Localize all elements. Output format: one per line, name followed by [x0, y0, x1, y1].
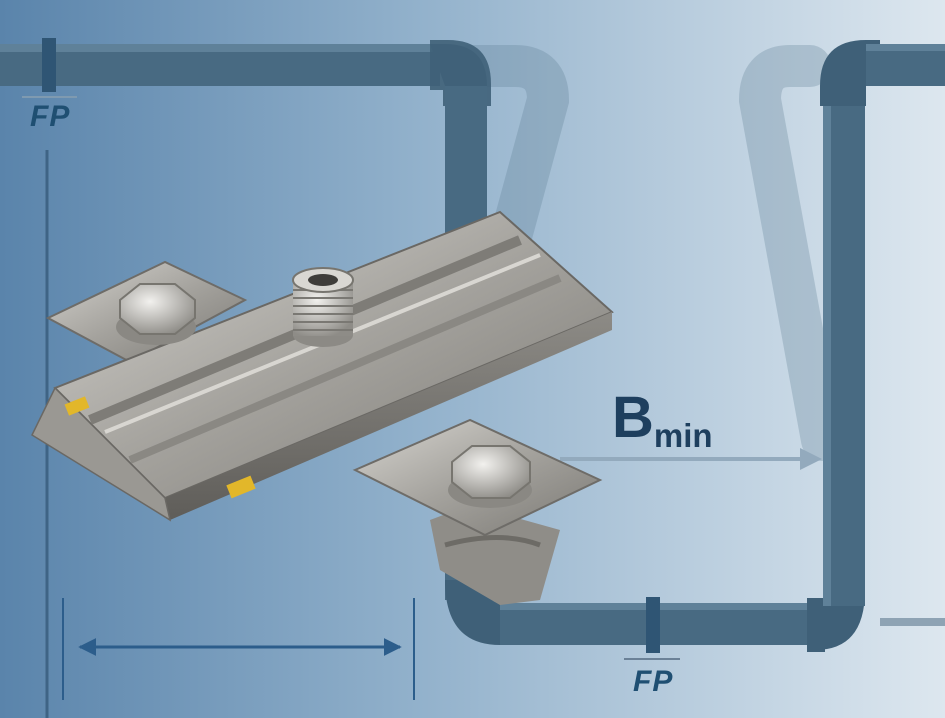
- bmin-label: Bmin: [612, 384, 713, 454]
- fixed-point-label-top: FP: [30, 100, 71, 133]
- fixed-point-label-bottom: FP: [633, 665, 674, 698]
- fixed-point-clamp-bottom: [624, 597, 680, 660]
- insert-right: [226, 475, 256, 499]
- insert-left: [64, 396, 90, 416]
- bmin-label-sub: min: [653, 417, 713, 454]
- arrow-right-icon: [800, 448, 822, 470]
- fixed-point-clamp-top: [22, 38, 77, 98]
- pipe-support-bracket-icon: [31, 210, 614, 605]
- bmin-label-main: B: [612, 385, 654, 450]
- ghost-pipes: [449, 45, 843, 461]
